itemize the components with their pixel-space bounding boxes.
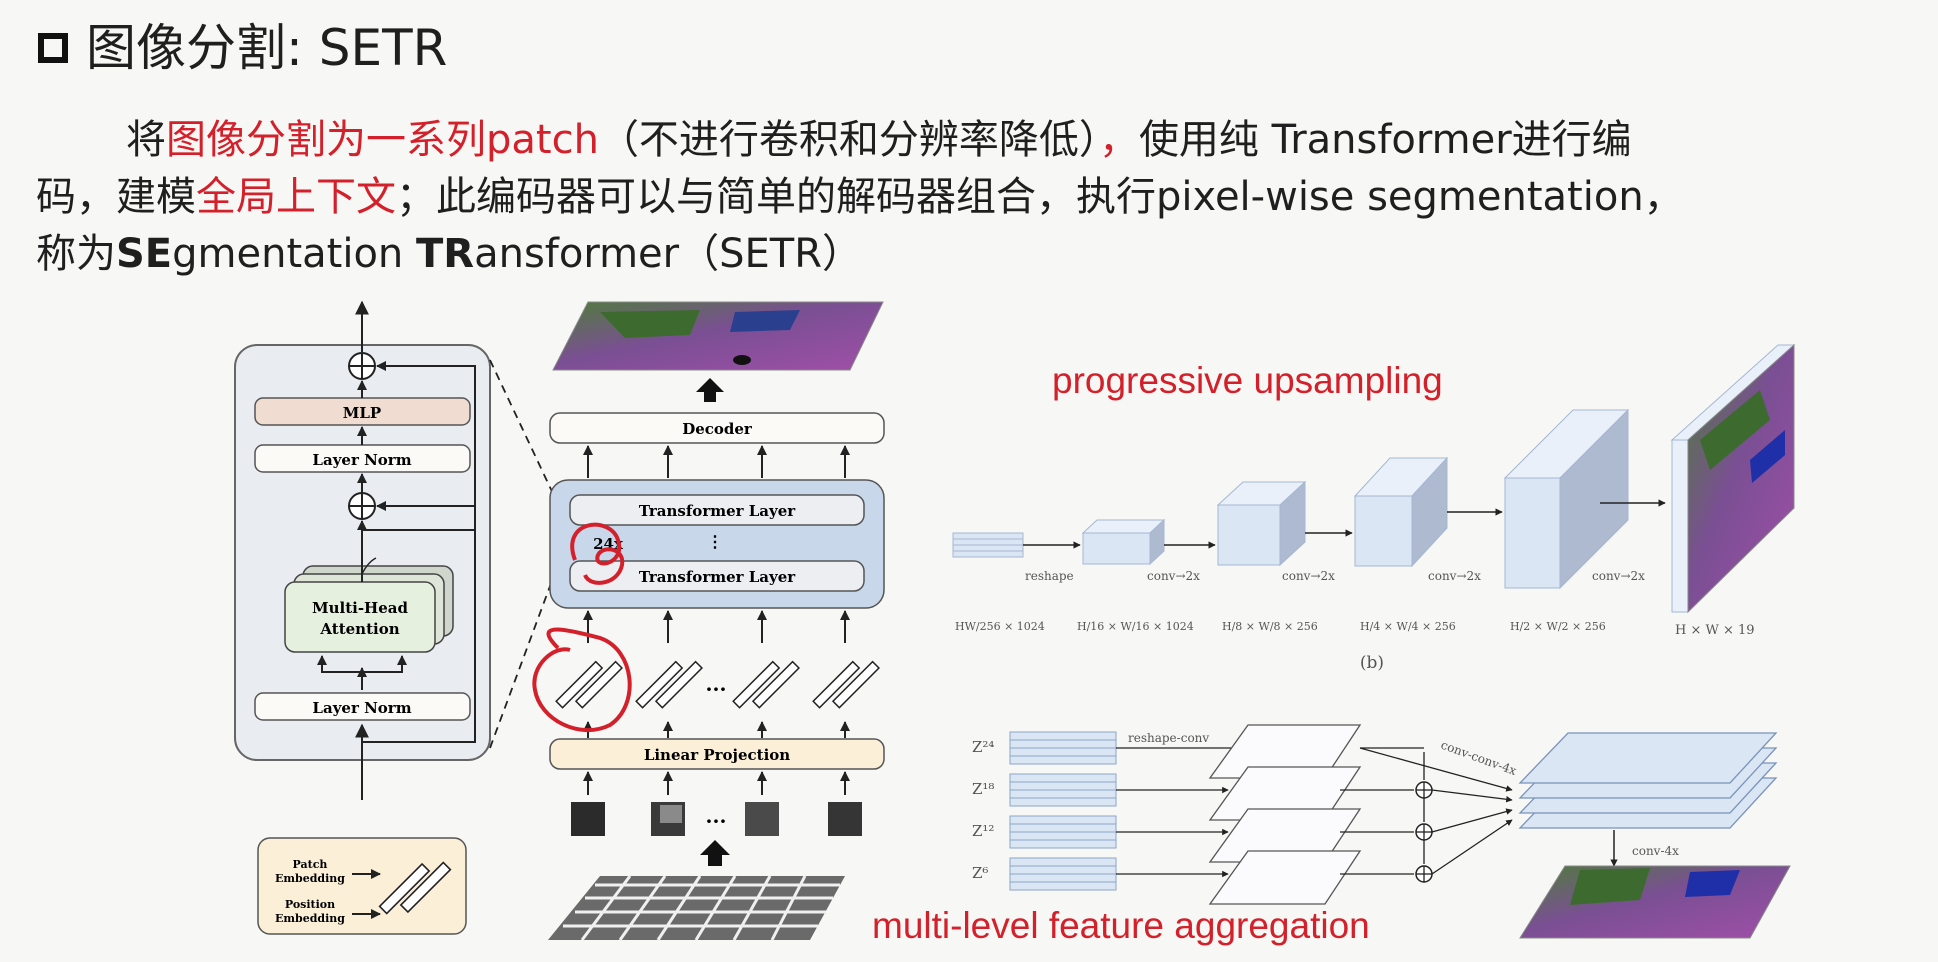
encoder-pipeline: Decoder Transformer Layer Transformer La… — [532, 301, 885, 941]
conv-4x-label: conv-4x — [1632, 844, 1679, 858]
layer-norm-bottom-block — [254, 692, 471, 721]
slide-title-text: 图像分割: SETR — [86, 19, 448, 77]
checkbox-square-icon — [38, 33, 68, 63]
dim-label: H × W × 19 — [1675, 623, 1755, 638]
multi-level-aggregation-figure: Z²⁴ Z¹⁸ Z¹² Z⁶ reshape-conv — [872, 724, 1791, 946]
figure-b-caption: (b) — [1360, 653, 1384, 673]
progressive-upsampling-annotation: progressive upsampling — [1052, 360, 1443, 401]
conv-label: conv→2x — [1282, 569, 1335, 583]
vertical-ellipsis: ⋮ — [707, 532, 723, 551]
mlp-label: MLP — [343, 404, 381, 422]
embedding-legend: Patch Embedding Position Embedding — [257, 837, 467, 935]
transformer-layer-top-block — [569, 494, 865, 526]
handwritten-circle-annotation — [532, 627, 632, 732]
decoder-label: Decoder — [682, 420, 753, 438]
text-span: 使用纯 Transformer进行编 — [1138, 117, 1632, 163]
layer-norm-bottom-label: Layer Norm — [312, 699, 411, 717]
legend-patch-line1: Patch — [293, 858, 328, 871]
paragraph-line-1: 将图像分割为一系列patch（不进行卷积和分辨率降低），使用纯 Transfor… — [36, 112, 1906, 169]
conv-label: conv→2x — [1147, 569, 1200, 583]
highlight-text: 图像分割为一系列patch — [166, 117, 599, 163]
legend-pos-line1: Position — [285, 898, 335, 911]
highlight-text: ， — [1098, 117, 1139, 163]
input-image-grid — [548, 875, 845, 941]
text-span: ansformer（SETR） — [474, 231, 863, 277]
transformer-layer-detail: MLP Layer Norm Multi-Head Attention Laye… — [234, 300, 557, 800]
layer-norm-top-label: Layer Norm — [312, 451, 411, 469]
description-paragraph: 将图像分割为一系列patch（不进行卷积和分辨率降低），使用纯 Transfor… — [36, 112, 1906, 283]
multi-level-aggregation-annotation: multi-level feature aggregation — [872, 905, 1370, 946]
paragraph-line-3: 称为SEgmentation TRansformer（SETR） — [36, 226, 1906, 283]
bold-text: TR — [416, 231, 475, 277]
patch-ellipsis: ··· — [706, 677, 727, 701]
multi-head-attention-block — [284, 581, 436, 653]
text-span: （不进行卷积和分辨率降低） — [598, 117, 1099, 163]
mha-label-2: Attention — [319, 620, 399, 638]
highlight-text: 全局上下文 — [196, 174, 396, 220]
conv-label: conv→2x — [1428, 569, 1481, 583]
linear-projection-block — [549, 738, 885, 770]
linear-projection-label: Linear Projection — [644, 746, 790, 764]
decoder-block — [549, 412, 885, 444]
z18-label: Z¹⁸ — [972, 780, 994, 798]
image-patch — [828, 802, 862, 836]
z12-label: Z¹² — [972, 822, 994, 840]
slide-title: 图像分割: SETR — [38, 18, 447, 78]
transformer-layer-bottom-block — [569, 560, 865, 592]
mha-label-1: Multi-Head — [312, 599, 408, 617]
dim-label: H/4 × W/4 × 256 — [1360, 620, 1456, 633]
paragraph-line-2: 码，建模全局上下文；此编码器可以与简单的解码器组合，执行pixel-wise s… — [36, 169, 1906, 226]
conv-conv-4x-label: conv-conv-4x — [1439, 738, 1519, 778]
transformer-layer-top-label: Transformer Layer — [639, 502, 796, 520]
text-span: 码，建模 — [36, 174, 196, 220]
z6-label: Z⁶ — [972, 864, 988, 882]
legend-pos-line2: Embedding — [275, 912, 345, 925]
bold-text: SE — [116, 231, 173, 277]
conv-label: conv→2x — [1592, 569, 1645, 583]
dim-label: H/16 × W/16 × 1024 — [1077, 620, 1194, 633]
patch-embedding-glyph — [555, 660, 624, 709]
dim-label: H/2 × W/2 × 256 — [1510, 620, 1606, 633]
text-span: ；此编码器可以与简单的解码器组合，执行pixel-wise segmentati… — [396, 174, 1684, 220]
image-patch — [571, 802, 605, 836]
text-span: 称为 — [36, 231, 116, 277]
patch-embedding-glyph — [812, 660, 881, 709]
dim-label: H/8 × W/8 × 256 — [1222, 620, 1318, 633]
patch-embedding-glyph — [732, 660, 801, 709]
z24-label: Z²⁴ — [972, 738, 994, 756]
handwritten-circle-annotation — [570, 522, 625, 585]
text-span: 将 — [126, 117, 166, 163]
transformer-layer-bottom-label: Transformer Layer — [639, 568, 796, 586]
reshape-conv-label: reshape-conv — [1128, 731, 1209, 745]
dim-label: HW/256 × 1024 — [955, 620, 1045, 633]
image-patch-ellipsis: ··· — [706, 809, 727, 833]
legend-patch-line2: Embedding — [275, 872, 345, 885]
reshape-label: reshape — [1025, 569, 1074, 583]
progressive-upsampling-figure: progressive upsampling reshape — [952, 343, 1796, 673]
image-patch — [745, 802, 779, 836]
patch-embedding-glyph — [635, 660, 704, 709]
text-span: gmentation — [172, 231, 416, 277]
